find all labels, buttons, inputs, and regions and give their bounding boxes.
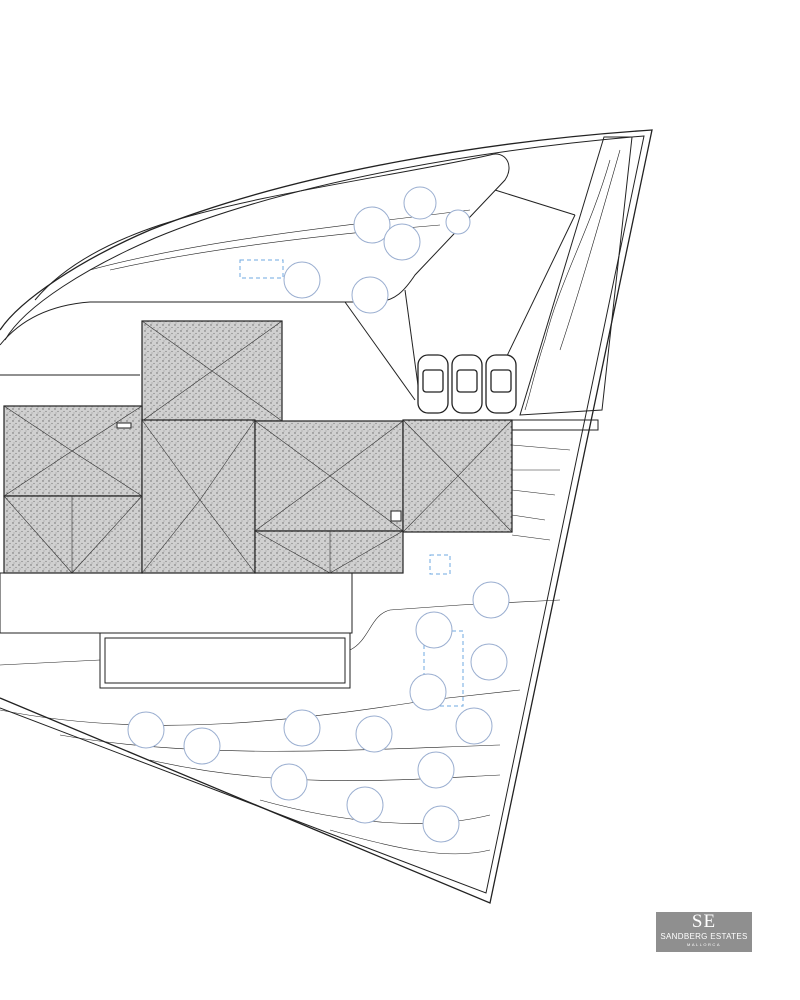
tree-icon (472, 581, 510, 619)
property-boundary (0, 129, 653, 904)
tree-icon (403, 186, 437, 220)
inner-boundary (0, 135, 645, 894)
logo-monogram: SE (691, 911, 717, 932)
tree-icon (445, 209, 471, 235)
logo-name: SANDBERG ESTATES (660, 932, 748, 941)
tree-icon (422, 805, 460, 843)
tree-icon (455, 707, 493, 745)
pool (99, 632, 351, 689)
logo-location: MALLORCA (686, 942, 721, 947)
tree-icon (127, 711, 165, 749)
sandberg-estates-logo: SE SANDBERG ESTATES MALLORCA (656, 912, 752, 952)
tree-icon (346, 786, 384, 824)
tree-icon (355, 715, 393, 753)
car-icon (485, 354, 517, 414)
tree-icon (417, 751, 455, 789)
tree-icon (351, 276, 389, 314)
trees (127, 186, 510, 843)
tree-icon (283, 709, 321, 747)
car-icon (417, 354, 449, 414)
right-strip (519, 136, 633, 416)
tree-icon (183, 727, 221, 765)
tree-icon (409, 673, 447, 711)
tree-icon (353, 206, 391, 244)
tree-icon (283, 261, 321, 299)
dashed-markers (239, 259, 464, 707)
terrace (0, 572, 353, 634)
car-icon (451, 354, 483, 414)
driveway (0, 153, 510, 346)
tree-icon (470, 643, 508, 681)
parked-cars (417, 354, 517, 414)
tree-icon (270, 763, 308, 801)
tree-icon (415, 611, 453, 649)
tree-icon (383, 223, 421, 261)
